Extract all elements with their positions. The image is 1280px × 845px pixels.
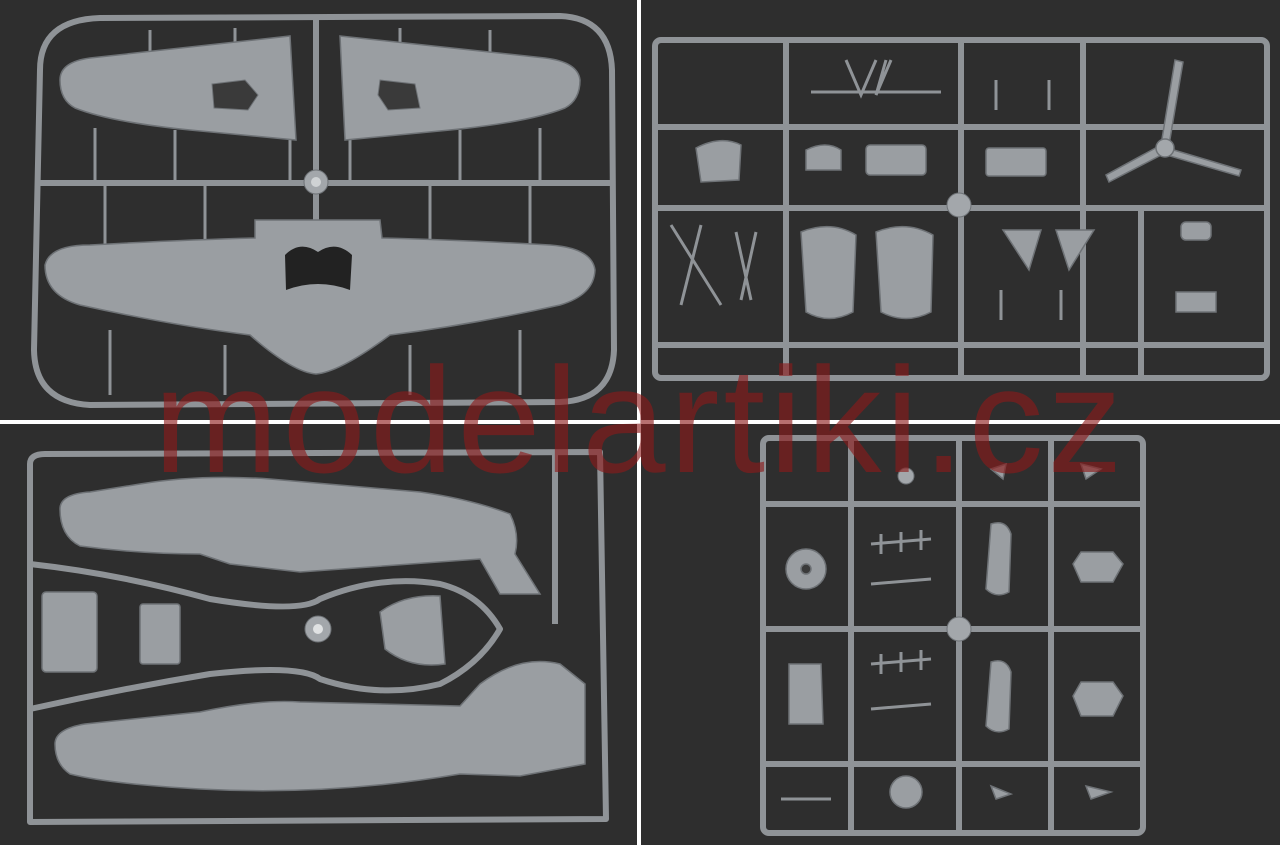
sprue-photo-fuselage bbox=[0, 424, 637, 845]
sprue-photo-detail-parts bbox=[641, 424, 1280, 845]
fuselage-sprue-drawing bbox=[27, 449, 609, 825]
wings-sprue-drawing bbox=[31, 13, 617, 408]
small-parts-sprue-drawing bbox=[652, 37, 1270, 381]
sprue-photo-wings bbox=[0, 0, 637, 420]
sprue-photo-small-parts bbox=[641, 0, 1280, 420]
detail-parts-sprue-drawing bbox=[760, 435, 1146, 836]
